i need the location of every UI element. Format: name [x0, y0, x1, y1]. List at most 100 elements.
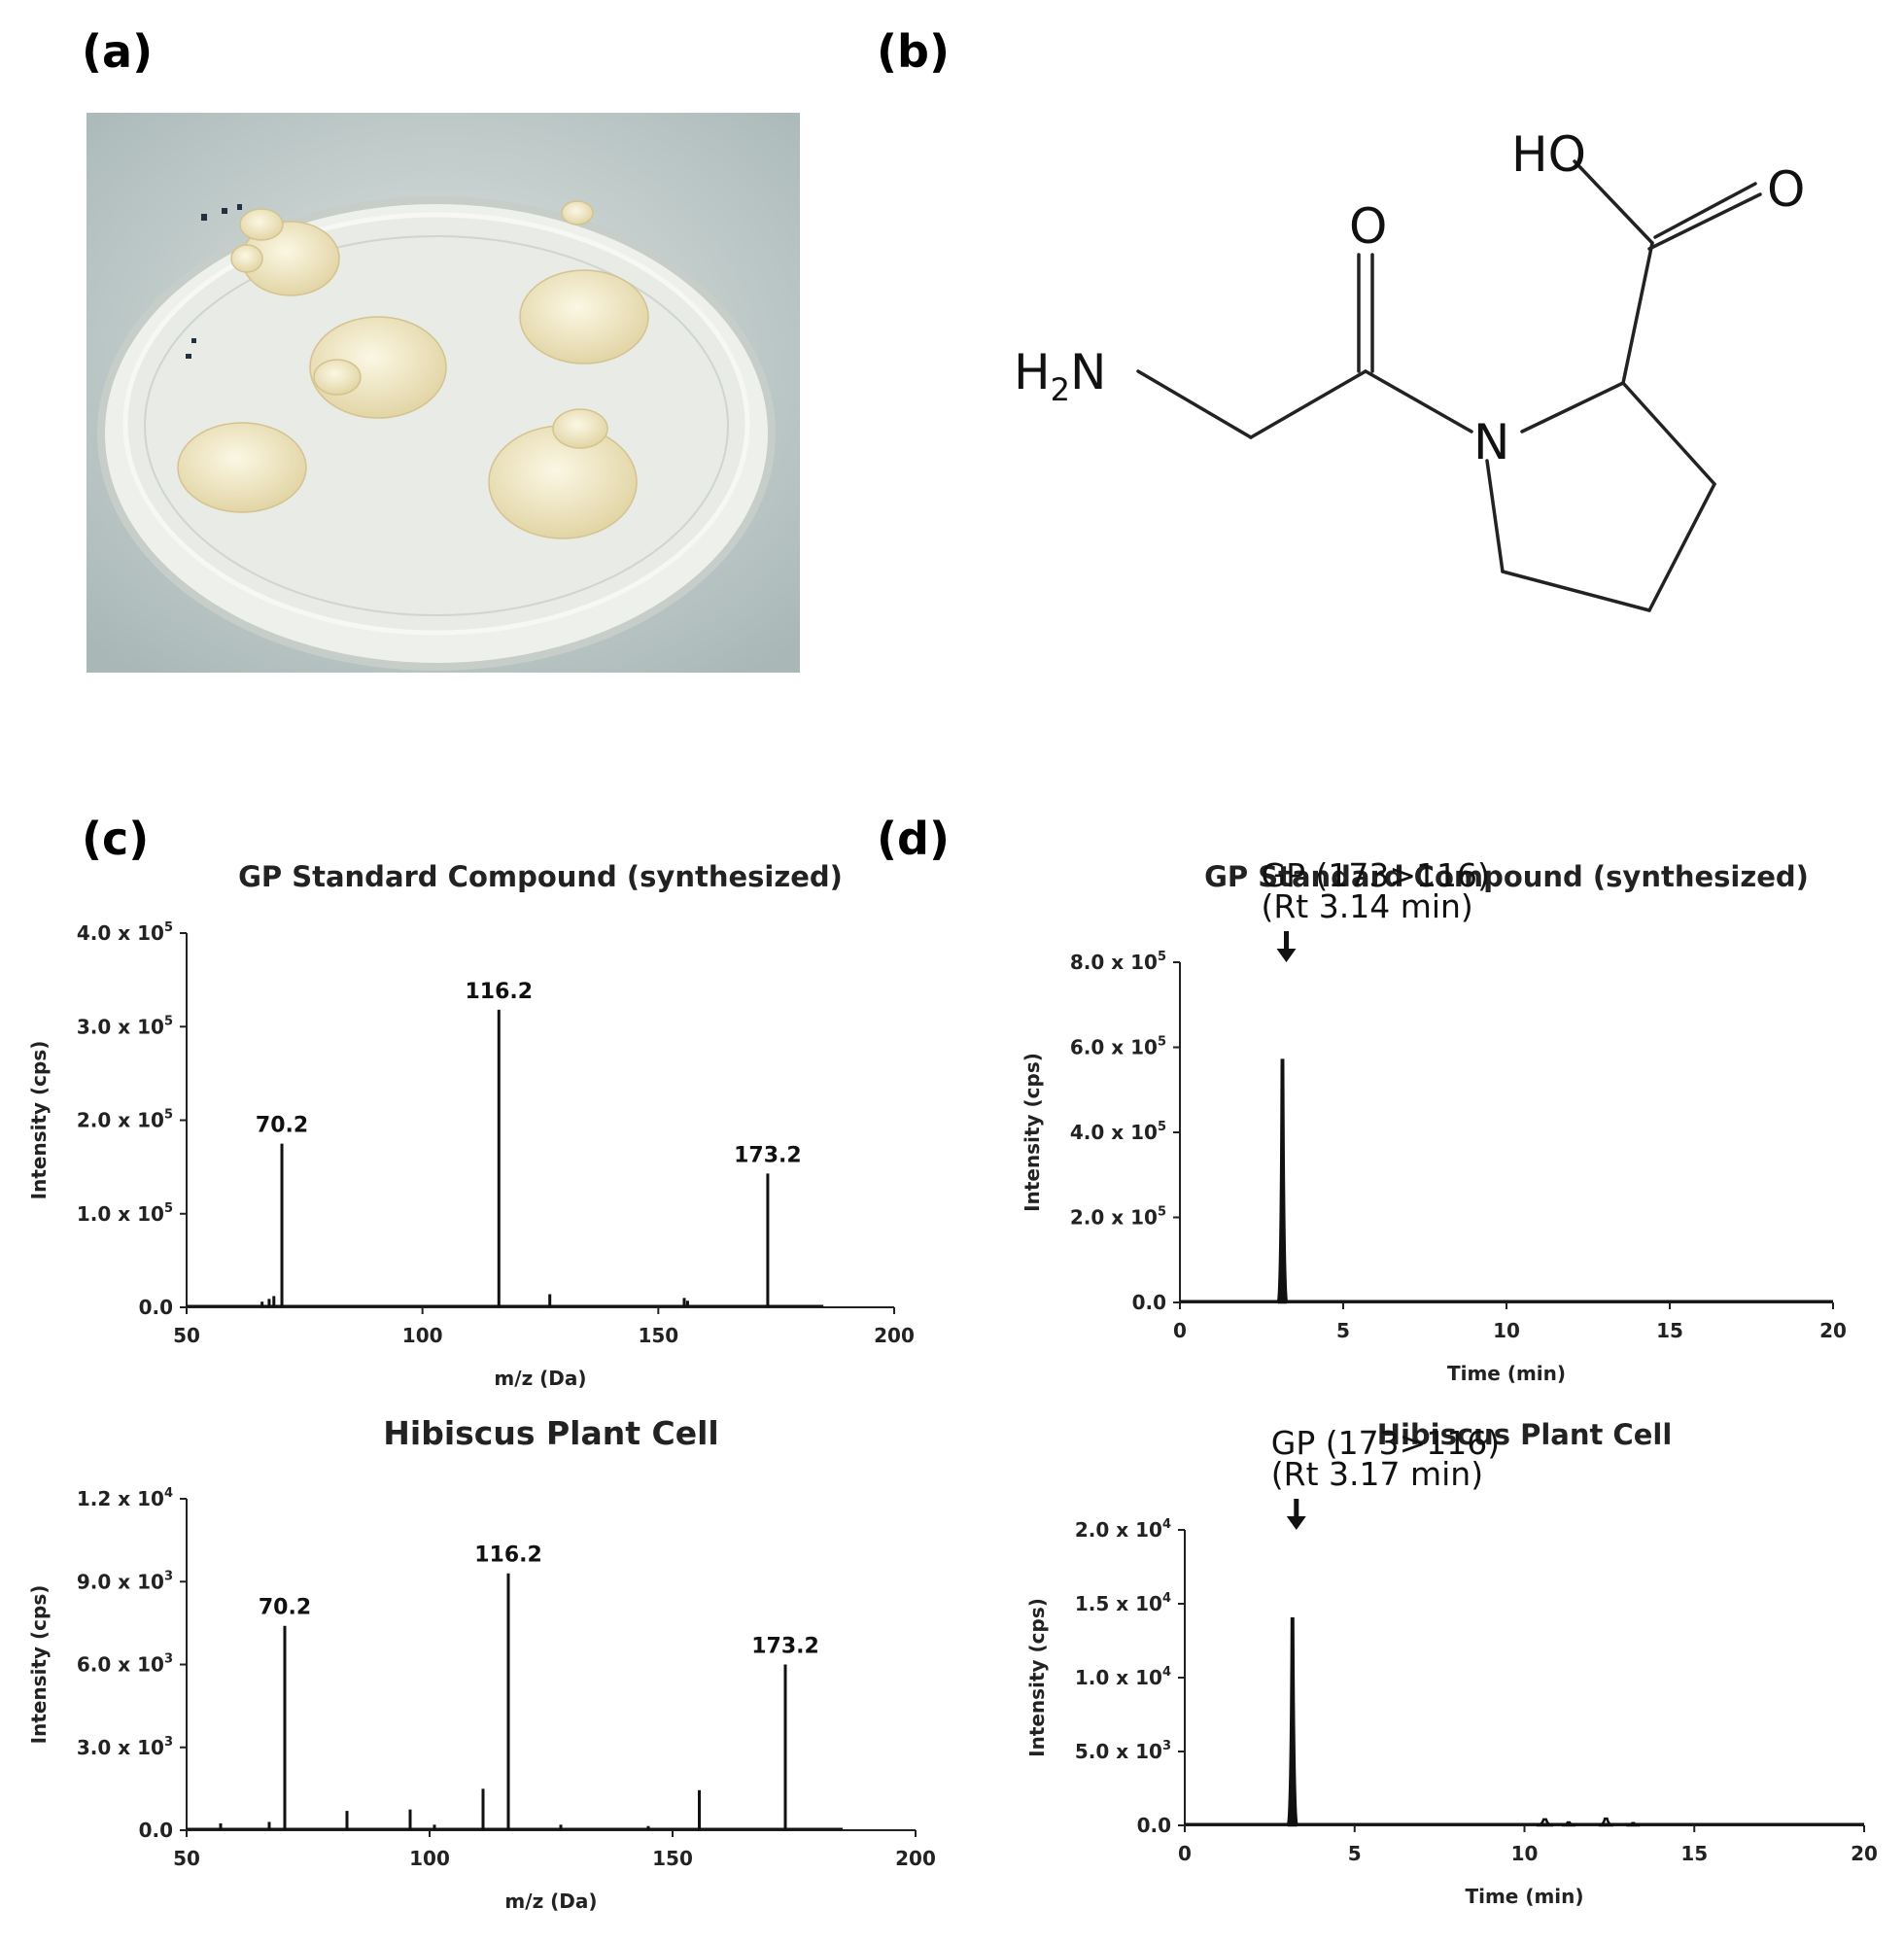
y-tick-mantissa: 0.0 [139, 1819, 173, 1842]
y-axis-label: Intensity (cps) [27, 1041, 51, 1200]
x-tick-label: 20 [1851, 1842, 1878, 1865]
atom-ho: HO [1511, 126, 1586, 183]
y-tick-mantissa: 2.0 [77, 1109, 111, 1132]
x-tick-label: 50 [173, 1324, 200, 1347]
y-axis-label: Intensity (cps) [1025, 1598, 1049, 1757]
y-tick-label: 1.0 x 104 [1075, 1665, 1171, 1689]
y-tick-times: x 10 [1104, 951, 1158, 974]
x-tick-label: 5 [1336, 1319, 1350, 1342]
y-axis-label: Intensity (cps) [27, 1585, 51, 1745]
panel-label-a: (a) [82, 25, 154, 78]
y-tick-label: 6.0 x 105 [1070, 1035, 1166, 1059]
x-tick-label: 0 [1173, 1319, 1187, 1342]
atom-h: H [1014, 344, 1051, 400]
y-tick-mantissa: 8.0 [1070, 951, 1104, 974]
chart-c1: GP Standard Compound (synthesized) 0.0 1.0… [0, 855, 933, 1400]
y-tick-times: x 10 [111, 1487, 164, 1510]
y-tick-mantissa: 1.0 [77, 1202, 111, 1226]
x-tick-label: 10 [1493, 1319, 1520, 1342]
y-tick-mantissa: 1.2 [77, 1487, 111, 1510]
y-tick-exponent: 3 [164, 1652, 173, 1667]
atom-o-amide: O [1349, 198, 1387, 255]
x-tick-label: 150 [652, 1847, 693, 1870]
y-tick-times: x 10 [1104, 1036, 1158, 1059]
chromatogram-peak [1598, 1817, 1614, 1827]
chart-d2-svg: Hibiscus Plant Cell 0.0 5.0 x 10 3 1.0 x 104… [1025, 1418, 1878, 1908]
x-tick-label: 200 [895, 1847, 936, 1870]
y-tick-mantissa: 5.0 [1075, 1740, 1109, 1763]
y-tick-exponent: 5 [1158, 1120, 1166, 1134]
y-tick-mantissa: 6.0 [1070, 1036, 1104, 1059]
chart-d1-svg: GP Standard Compound (synthesized)0.02.0… [1021, 856, 1847, 1385]
y-tick-times: x 10 [1109, 1518, 1162, 1542]
y-tick-exponent: 5 [164, 1108, 173, 1123]
y-tick-label: 1.5 x 104 [1075, 1591, 1171, 1615]
y-tick-times: x 10 [111, 1109, 164, 1132]
chart-d2: Hibiscus Plant Cell 0.0 5.0 x 10 3 1.0 x 104… [972, 1409, 1904, 1942]
y-tick-times: x 10 [111, 1015, 164, 1038]
x-tick-label: 100 [402, 1324, 443, 1347]
y-tick-mantissa: 0.0 [1132, 1291, 1166, 1314]
peak-label: 173.2 [734, 1143, 802, 1167]
y-tick-label: 2.0 x 105 [77, 1108, 173, 1132]
chromatogram-peak [1536, 1818, 1554, 1827]
y-tick-times: x 10 [111, 1736, 164, 1759]
x-tick-label: 10 [1511, 1842, 1539, 1865]
y-tick-label: 3.0 x 105 [77, 1014, 173, 1038]
x-tick-label: 0 [1178, 1842, 1192, 1865]
y-tick-exponent: 4 [1162, 1517, 1171, 1532]
x-tick-label: 15 [1656, 1319, 1683, 1342]
petri-dish-photo [87, 113, 800, 673]
y-tick-exponent: 4 [1162, 1591, 1171, 1606]
y-tick-mantissa: 1.0 [1075, 1666, 1109, 1689]
y-tick-mantissa: 4.0 [1070, 1121, 1104, 1144]
y-tick-label: 0.0 [1137, 1814, 1171, 1837]
y-tick-label: 1.2 x 104 [77, 1486, 173, 1510]
x-tick-label: 5 [1348, 1842, 1362, 1865]
y-tick-times: x 10 [111, 1202, 164, 1226]
chart-title: GP Standard Compound (synthesized) [238, 860, 843, 893]
y-tick-exponent: 5 [164, 1014, 173, 1028]
svg-text:H2N: H2N [1014, 344, 1106, 408]
x-axis-label: m/z (Da) [504, 1890, 597, 1913]
y-tick-mantissa: 6.0 [77, 1653, 111, 1677]
gly-pro-structure: HO O O H2N N [1011, 107, 1886, 651]
x-tick-label: 15 [1680, 1842, 1708, 1865]
y-tick-exponent: 5 [1158, 950, 1166, 964]
peak-annotation-line2: (Rt 3.14 min) [1262, 887, 1473, 925]
peak-annotation-line1: GP (173>116) [1271, 1424, 1500, 1462]
y-tick-mantissa: 0.0 [139, 1296, 173, 1319]
y-tick-label: 4.0 x 105 [77, 920, 173, 945]
chart-title: Hibiscus Plant Cell [1377, 1418, 1673, 1451]
y-tick-exponent: 4 [1162, 1665, 1171, 1680]
y-tick-exponent: 5 [1158, 1035, 1166, 1050]
x-tick-label: 150 [638, 1324, 678, 1347]
y-tick-mantissa: 1.5 [1075, 1592, 1109, 1615]
x-axis-label: Time (min) [1465, 1885, 1583, 1908]
atom-n-ring: N [1473, 414, 1509, 470]
y-tick-times: x 10 [111, 1653, 164, 1677]
x-tick-label: 100 [409, 1847, 450, 1870]
chart-title: Hibiscus Plant Cell [383, 1414, 718, 1452]
y-tick-times: x 10 [1104, 1121, 1158, 1144]
chromatogram-peak [1561, 1821, 1575, 1827]
y-tick-exponent: 4 [164, 1486, 173, 1501]
y-tick-exponent: 3 [164, 1569, 173, 1583]
x-axis-label: Time (min) [1447, 1362, 1566, 1385]
chromatogram-peak [1276, 1058, 1289, 1304]
peak-label: 116.2 [474, 1543, 542, 1568]
y-tick-label: 3.0 x 103 [77, 1735, 173, 1759]
atom-h-subscript: 2 [1051, 371, 1070, 408]
y-tick-label: 4.0 x 105 [1070, 1120, 1166, 1144]
y-tick-times: x 10 [1104, 1206, 1158, 1230]
y-tick-exponent: 3 [1162, 1739, 1171, 1753]
y-tick-mantissa: 3.0 [77, 1736, 111, 1759]
y-tick-label: 0.0 [139, 1819, 173, 1842]
x-tick-label: 200 [874, 1324, 915, 1347]
y-tick-exponent: 3 [164, 1735, 173, 1750]
y-tick-mantissa: 4.0 [77, 921, 111, 945]
chart-title: GP Standard Compound (synthesized) [1204, 860, 1809, 893]
